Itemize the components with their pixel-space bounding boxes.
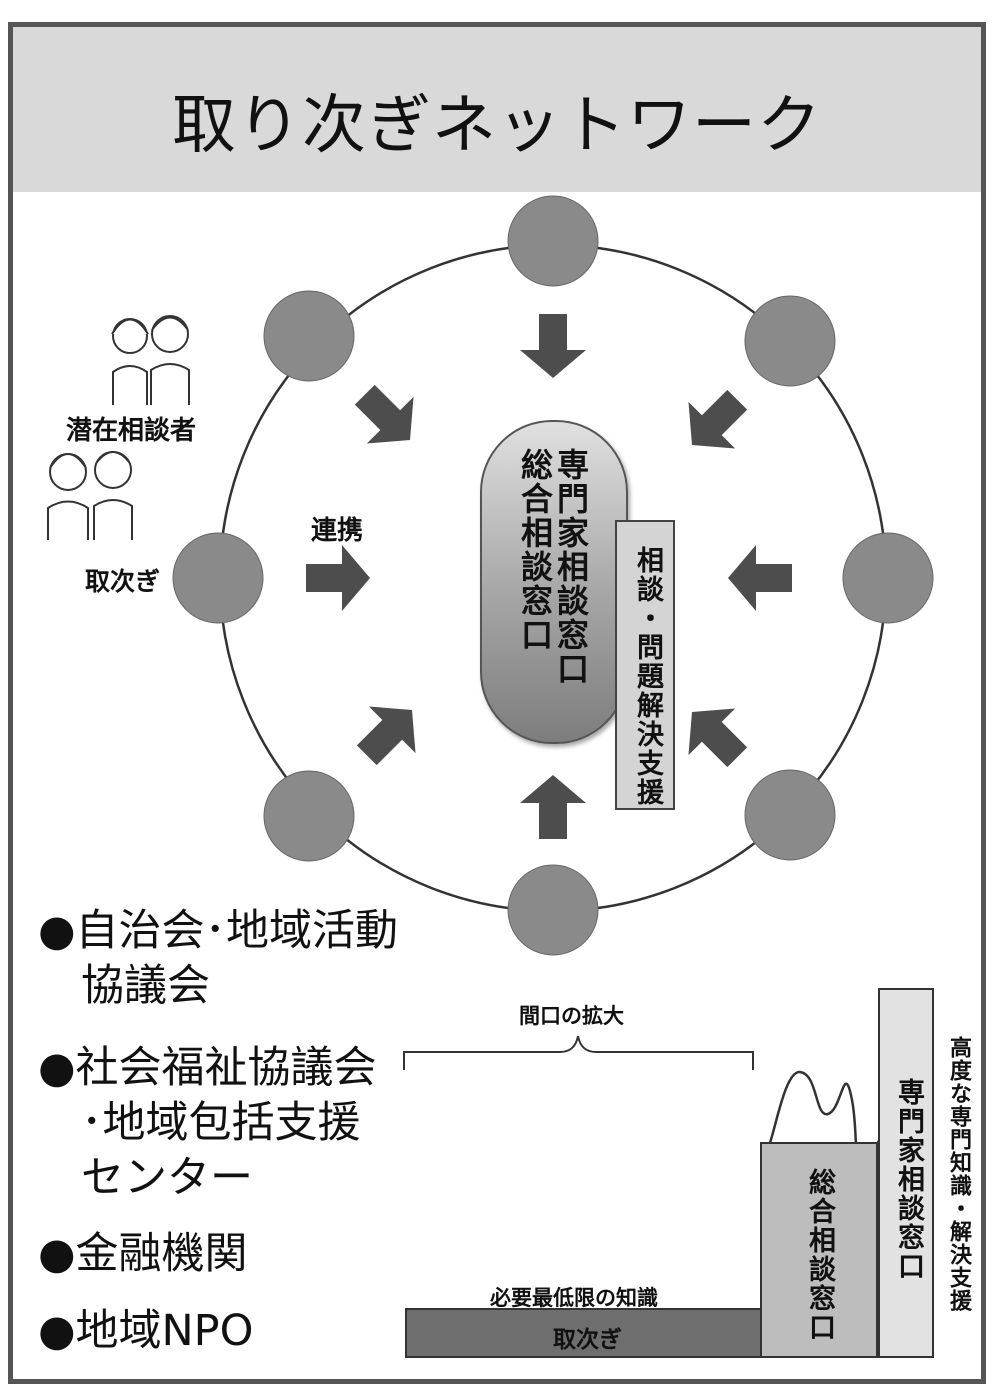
org-item: センター [38,1153,253,1203]
node-right [842,532,934,624]
node-top-left [263,290,355,382]
node-top-right [744,295,836,387]
title-band [13,27,981,192]
node-bottom-right [744,769,836,861]
people-icon [47,315,190,540]
node-left [172,532,264,624]
advanced-knowledge-label: 高度な専門知識・解決支援 [946,1036,971,1312]
min-knowledge-label: 必要最低限の知識 [490,1286,658,1310]
relay-label: 取次ぎ [85,567,161,596]
general-window-bar [760,1142,878,1358]
general-window-bar-label: 総合相談窓口 [804,1168,835,1342]
arrow-from-bottom-left [356,706,416,766]
relay-bar [405,1308,762,1358]
support-label: 相談・問題解決支援 [632,546,663,807]
diagram-title: 取り次ぎネットワーク [172,89,822,163]
org-item: ●自治会･地域活動 [38,906,399,956]
arrow-from-bottom-right [688,708,748,768]
org-item: 協議会 [38,961,210,1011]
org-item: ･地域包括支援 [38,1098,361,1148]
specialist-window-bar-label: 専門家相談窓口 [893,1078,924,1281]
org-item: ●金融機関 [38,1229,248,1279]
arrow-from-left [306,545,370,611]
node-bottom [507,864,599,956]
arrow-from-right [728,545,792,611]
specialist-window-label: 専門家相談窓口 [552,448,590,686]
consultation-window-pill [480,420,628,744]
support-box [615,520,675,810]
arrow-from-top-left [354,384,414,444]
arrow-from-bottom [520,775,586,839]
cooperation-label: 連携 [311,516,364,546]
expansion-brace [403,1035,754,1070]
org-item: ●社会福祉協議会 [38,1043,377,1093]
potential-clients-label: 潜在相談者 [66,416,197,446]
arrow-from-top [520,314,586,378]
arrow-from-top-right [688,389,748,449]
node-bottom-left [263,770,355,862]
specialist-window-bar [878,988,934,1358]
relay-bar-label: 取次ぎ [553,1327,622,1353]
org-item: ●地域NPO [38,1306,254,1356]
general-window-label: 総合相談窓口 [516,448,554,652]
node-top [507,195,599,287]
expansion-label: 間口の拡大 [519,1004,624,1028]
